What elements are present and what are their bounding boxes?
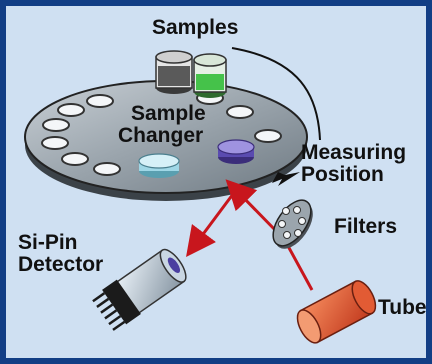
sample-cup-green	[193, 53, 227, 98]
si-pin-detector	[92, 248, 187, 331]
plate-holes	[41, 91, 282, 176]
detector-label-line2: Detector	[18, 253, 103, 276]
measuring-arrow	[272, 172, 300, 186]
filters-label: Filters	[334, 215, 397, 238]
detector-label-line1: Si-Pin	[18, 231, 78, 254]
sample-disc-cyan	[138, 153, 180, 178]
sample-disc-purple	[217, 139, 255, 164]
measuring-leader-line	[231, 47, 321, 141]
sample-changer-label-line2: Changer	[118, 124, 203, 147]
measuring-position-label-line1: Measuring	[301, 141, 406, 164]
xray-tube	[296, 280, 377, 344]
sample-cup-speckled	[155, 50, 193, 94]
sample-changer-label-line1: Sample	[131, 102, 206, 125]
samples-label: Samples	[152, 16, 238, 39]
filter-wheel	[272, 199, 313, 249]
measuring-position-label-line2: Position	[301, 163, 384, 186]
tube-label: Tube	[378, 296, 427, 319]
xray-beams	[186, 179, 314, 291]
